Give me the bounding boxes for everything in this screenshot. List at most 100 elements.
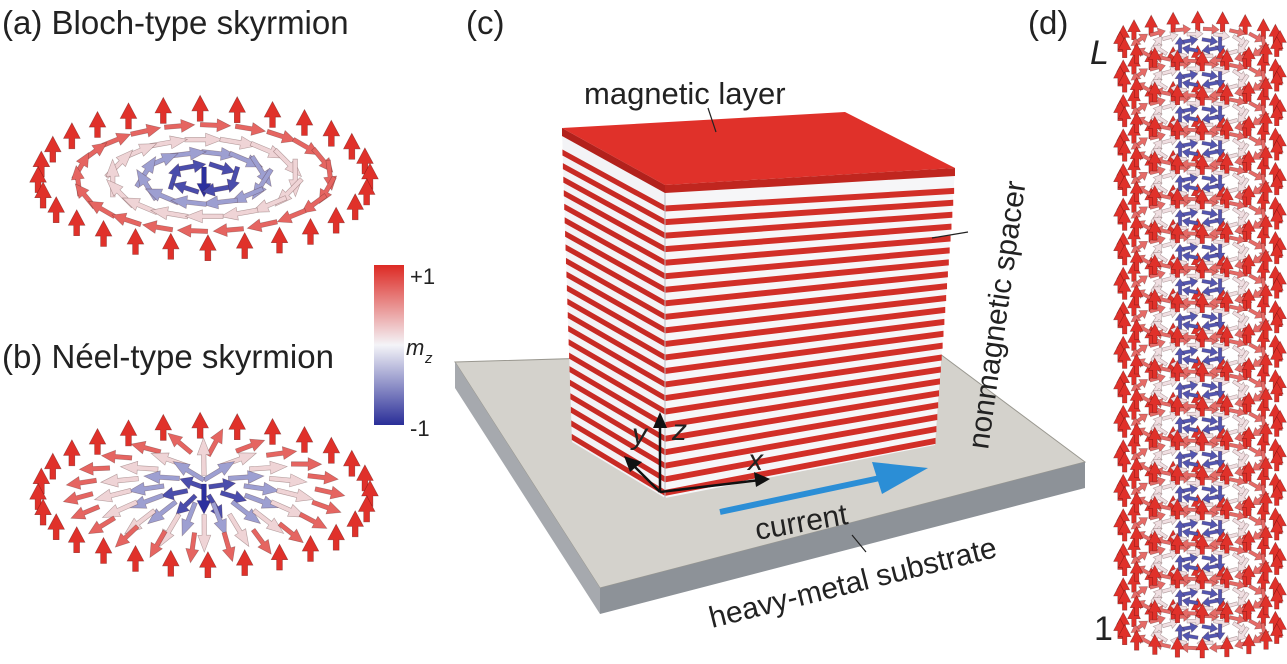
spin-arrow — [198, 551, 217, 579]
spin-arrow — [1195, 637, 1210, 659]
spin-arrow — [196, 436, 211, 476]
spin-arrow — [301, 534, 320, 562]
spin-arrow — [1201, 207, 1219, 219]
spin-arrow — [1201, 173, 1219, 185]
spin-arrow — [1231, 344, 1248, 357]
spin-arrow — [1195, 499, 1210, 521]
spin-arrow — [1201, 138, 1219, 150]
spin-arrow — [1150, 70, 1162, 86]
magnetic-layer-stripe — [665, 342, 943, 388]
spin-arrow — [1241, 564, 1256, 586]
magnetic-layer-stripe — [665, 223, 952, 253]
spin-arrow — [1117, 347, 1132, 369]
colorbar-gradient — [374, 265, 404, 425]
spin-arrow — [130, 440, 162, 455]
spin-arrow — [144, 188, 180, 206]
spin-arrow — [1181, 112, 1199, 124]
spin-arrow — [1190, 10, 1205, 32]
spin-arrow — [1170, 498, 1185, 520]
spin-arrow — [1219, 118, 1234, 140]
spin-arrow — [1201, 69, 1219, 81]
spin-arrow — [62, 122, 81, 150]
spin-arrow — [1195, 361, 1210, 383]
spin-arrow — [47, 513, 65, 541]
spin-arrow — [1201, 147, 1219, 159]
spin-arrow — [1231, 310, 1248, 322]
spin-arrow — [1219, 49, 1234, 71]
spin-arrow — [1174, 105, 1186, 123]
magnetic-layer-stripe — [568, 325, 665, 388]
spin-arrow — [1269, 105, 1284, 126]
spin-arrow — [1247, 376, 1264, 388]
spin-arrow — [154, 96, 173, 124]
spin-arrow — [126, 227, 145, 255]
spin-arrow — [1150, 381, 1162, 397]
spin-arrow — [1195, 533, 1210, 555]
spin-arrow — [1181, 354, 1199, 366]
spin-arrow — [1259, 386, 1273, 408]
spin-arrow — [1174, 140, 1186, 157]
spin-arrow — [1247, 549, 1264, 561]
magnetic-layer-stripe — [565, 244, 665, 307]
spin-arrow — [1259, 145, 1273, 167]
spin-arrow — [1147, 288, 1162, 310]
spin-arrow — [1147, 184, 1162, 206]
spin-arrow — [212, 223, 245, 238]
spin-arrow — [1201, 380, 1219, 392]
spin-arrow — [87, 515, 117, 535]
spin-arrow — [235, 438, 266, 454]
axis-x-label: x — [746, 444, 764, 477]
spin-arrow — [170, 195, 207, 209]
spin-arrow — [1238, 418, 1250, 435]
spin-arrow — [1201, 596, 1219, 608]
spin-arrow — [100, 449, 133, 464]
magnetic-layer-stripe — [665, 402, 939, 456]
magnetic-layer-stripe — [665, 295, 947, 334]
spin-arrow — [1241, 322, 1256, 344]
spin-arrow — [1259, 110, 1273, 132]
spin-arrow — [1195, 84, 1210, 106]
spin-arrow — [176, 223, 209, 238]
spin-arrow — [1269, 588, 1284, 610]
spin-arrow — [1231, 448, 1248, 460]
magnetic-layer-stripe — [665, 211, 953, 239]
spin-arrow — [1150, 484, 1162, 500]
spin-arrow — [1201, 104, 1219, 116]
spin-arrow — [1269, 553, 1284, 575]
spin-arrow — [1247, 411, 1264, 423]
spin-arrow — [128, 492, 165, 509]
spin-arrow — [1147, 392, 1162, 414]
spin-arrow — [1247, 169, 1264, 181]
spin-arrow — [1219, 256, 1234, 278]
spin-arrow — [1201, 484, 1219, 496]
spin-arrow — [1117, 416, 1132, 438]
spin-arrow — [1161, 411, 1179, 422]
spin-arrow — [1231, 586, 1248, 598]
spin-arrow — [243, 492, 280, 509]
spin-arrow — [1174, 588, 1186, 606]
spin-arrow — [1117, 520, 1132, 542]
colorbar-quantity-subscript: z — [424, 350, 433, 367]
spin-arrow — [1247, 342, 1264, 354]
spin-arrow — [1181, 423, 1199, 435]
spin-arrow — [1247, 31, 1264, 43]
spin-arrow — [1247, 480, 1264, 492]
spin-arrow — [1231, 137, 1248, 149]
spin-arrow — [1247, 66, 1264, 78]
magnetic-layer-edge-right — [665, 168, 955, 193]
spin-arrow — [119, 102, 138, 130]
spin-arrow — [1170, 84, 1185, 105]
spin-arrow — [1161, 204, 1179, 215]
spin-arrow — [1129, 284, 1144, 306]
spin-arrow — [1150, 450, 1162, 466]
spin-arrow — [1117, 278, 1132, 300]
spin-arrow — [1117, 589, 1132, 611]
spin-arrow — [143, 470, 180, 485]
spin-arrow — [1195, 602, 1210, 624]
spin-arrow — [1117, 313, 1132, 335]
spin-arrow — [167, 432, 194, 455]
axis-z-label: z — [671, 414, 687, 447]
spin-arrow — [1117, 451, 1132, 473]
spin-arrow — [1129, 456, 1144, 478]
spin-arrow — [1219, 221, 1234, 243]
